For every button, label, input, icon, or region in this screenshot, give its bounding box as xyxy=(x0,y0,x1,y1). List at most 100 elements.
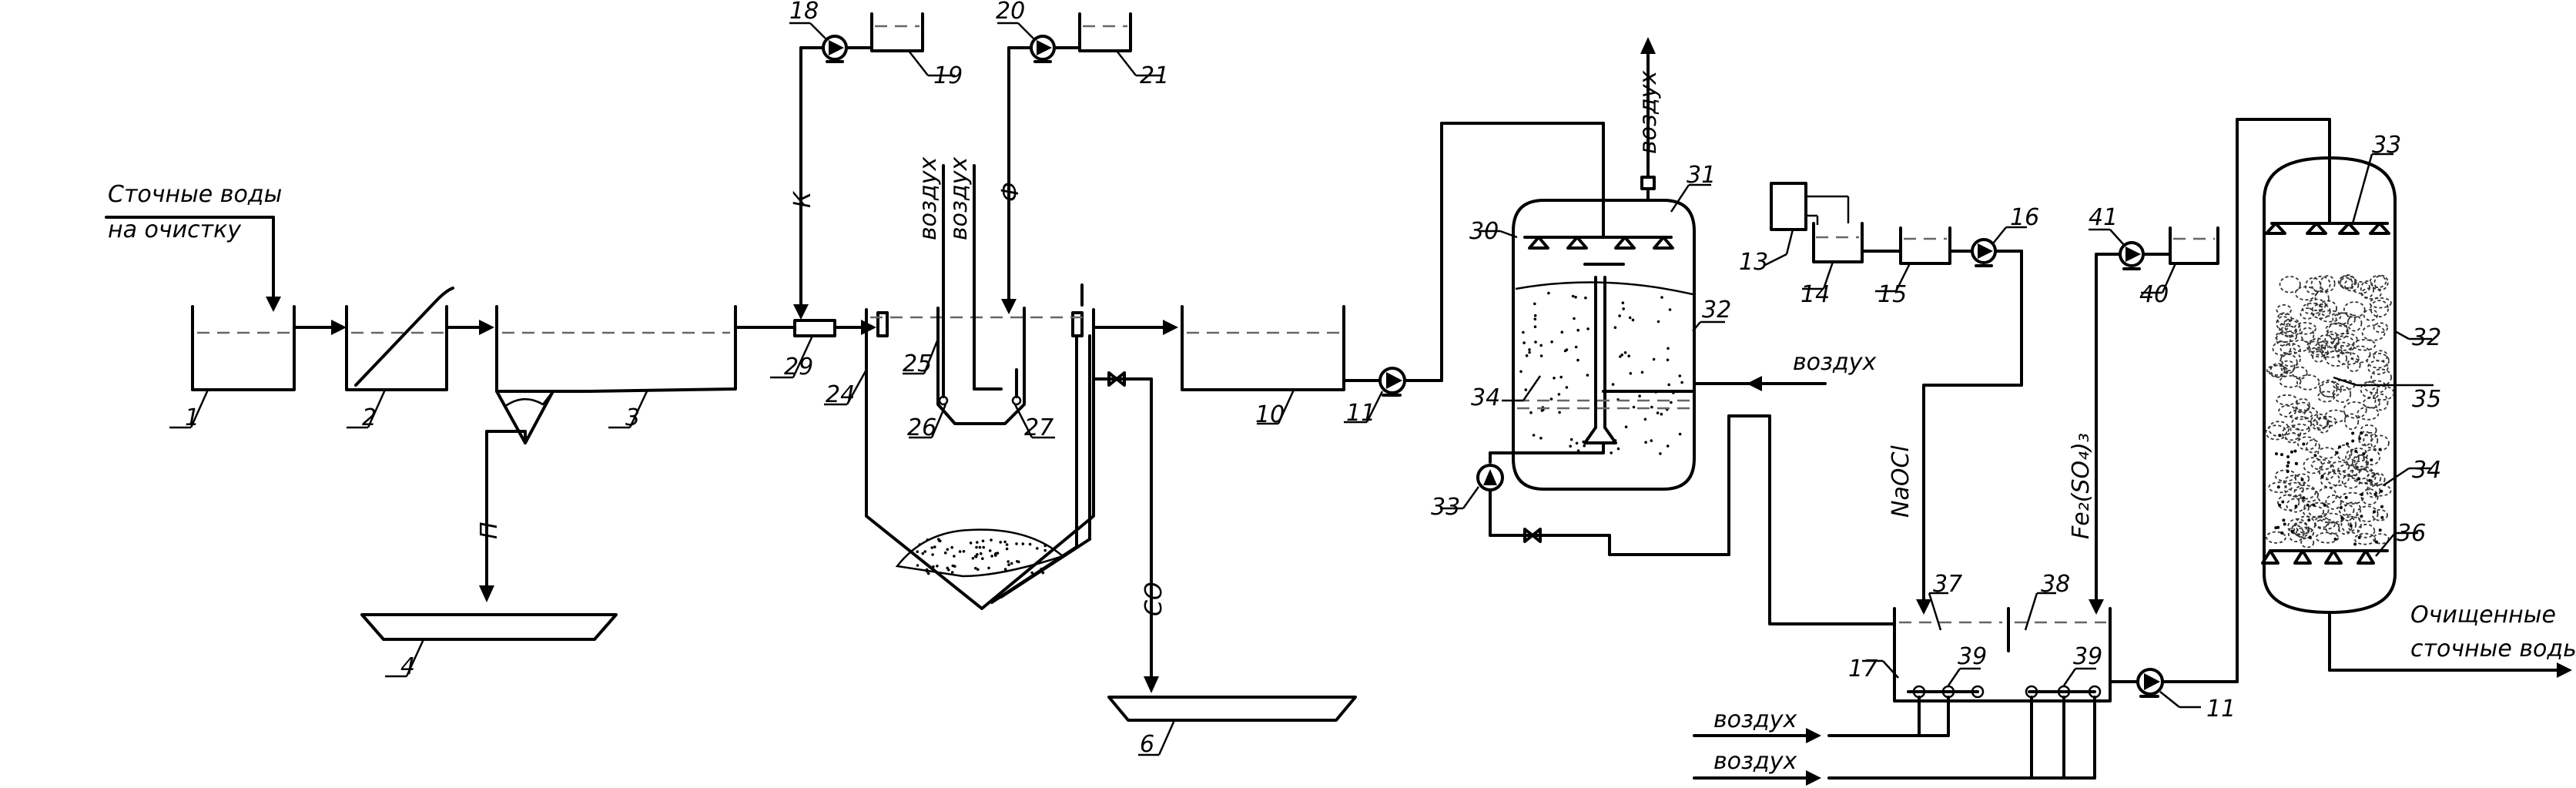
flotation-particles xyxy=(1519,291,1683,455)
filter-granule xyxy=(2347,516,2362,534)
sludge-dot xyxy=(926,569,929,573)
clarifier-22: 24 25 26 27 xyxy=(824,245,1095,610)
flotation-dot xyxy=(1618,314,1621,317)
flotation-dot xyxy=(1533,317,1537,321)
filter-granule xyxy=(2341,474,2361,489)
label-17: 17 xyxy=(1848,656,1878,682)
contact-tank-17: 37 38 17 39 39 воздух воздух xyxy=(1693,571,2112,786)
filter-granule xyxy=(2339,277,2353,290)
sludge-dot xyxy=(1043,544,1047,548)
filter-granule xyxy=(2340,273,2357,290)
flotation-dot xyxy=(1680,381,1683,384)
filter-granule xyxy=(2265,424,2288,441)
sludge-dot xyxy=(987,566,990,570)
sludge-dot xyxy=(1007,563,1010,566)
filter-granule xyxy=(2310,275,2331,293)
sludge-dot xyxy=(979,552,983,555)
filter-sand-dot xyxy=(2307,518,2311,522)
filter-granule xyxy=(2285,432,2300,444)
sludge-dot xyxy=(938,572,941,575)
filter-sand-dot xyxy=(2373,510,2377,514)
filter-sand-dot xyxy=(2286,464,2290,468)
label-27: 30 xyxy=(1469,218,1499,245)
tank-40 xyxy=(2169,226,2219,265)
filter-granule xyxy=(2318,300,2338,317)
sludge-dot xyxy=(953,555,956,558)
flotation-dot xyxy=(1638,394,1641,397)
filter-granule xyxy=(2314,290,2330,308)
filter-granule xyxy=(2303,457,2323,474)
sludge-dot xyxy=(994,554,997,557)
filter-sand-dot xyxy=(2375,540,2378,544)
filter-granule xyxy=(2312,417,2329,429)
air-label-flotation: воздух xyxy=(1635,71,1662,154)
sludge-dot xyxy=(946,566,949,570)
filter-granule xyxy=(2280,360,2296,374)
sludge-dot xyxy=(976,553,979,556)
label-37: 37 xyxy=(1933,571,1962,598)
filter-sand-dot xyxy=(2290,529,2294,533)
filter-sand-dot xyxy=(2370,458,2373,462)
filter-granule xyxy=(2344,413,2360,431)
label-36: 36 xyxy=(2397,520,2426,547)
filter-granule xyxy=(2338,504,2355,516)
filter-granule xyxy=(2345,448,2360,467)
filter-granule xyxy=(2314,340,2337,354)
filter-granule xyxy=(2370,385,2395,401)
filter-granule xyxy=(2306,340,2323,353)
filter-sand-dot xyxy=(2294,461,2298,465)
sludge-label: СО xyxy=(1141,582,1167,616)
filter-sand-dot xyxy=(2308,535,2312,539)
sludge-dot xyxy=(1028,542,1032,546)
coagulant-dosing: К 18 19 xyxy=(789,0,963,320)
filter-sand-dot xyxy=(2306,503,2310,507)
filter-granule xyxy=(2302,505,2325,518)
flotation-dot xyxy=(1565,348,1569,351)
bar-screen-2: 2 xyxy=(345,287,454,431)
label-32: 32 xyxy=(2412,324,2441,351)
filter-granule xyxy=(2276,394,2298,406)
flotation-dot xyxy=(1583,444,1586,448)
filter-granule xyxy=(2274,469,2296,482)
label-21: 21 xyxy=(1140,62,1169,89)
filter-sand-dot xyxy=(2349,524,2353,528)
naocl-unit: 13 14 15 16 NaOCl xyxy=(1739,182,2039,615)
flotation-dot xyxy=(1534,340,1537,344)
filter-sand-dot xyxy=(2293,449,2297,453)
filter-granule xyxy=(2295,473,2310,485)
filter-granule xyxy=(2292,339,2310,353)
filter-granule xyxy=(2355,469,2377,485)
label-10: 10 xyxy=(1255,401,1285,428)
filter-sand-dot xyxy=(2274,526,2278,530)
filter-granule xyxy=(2357,406,2380,421)
sludge-dot xyxy=(946,548,950,552)
flotation-dot xyxy=(1571,294,1575,298)
filter-granule xyxy=(2325,350,2348,367)
label-31: 34 xyxy=(1471,384,1500,411)
filter-granule xyxy=(2266,364,2288,376)
flotation-dot xyxy=(1569,438,1573,441)
filter-granule xyxy=(2300,327,2315,344)
label-24: 26 xyxy=(907,414,936,441)
label-3: 3 xyxy=(625,404,640,431)
label-2: 2 xyxy=(362,404,377,431)
label-38: 38 xyxy=(2041,571,2070,598)
filter-sand-dot xyxy=(2280,453,2283,457)
flotation-dot xyxy=(1656,320,1660,324)
sludge-dot xyxy=(1030,571,1033,575)
power-supply-13 xyxy=(1770,182,1807,231)
flotation-dot xyxy=(1528,348,1531,351)
label-29: 32 xyxy=(1702,297,1731,324)
intermediate-tank-10: 10 xyxy=(1181,305,1345,428)
filter-granule xyxy=(2343,501,2362,518)
label-13: 13 xyxy=(1739,249,1768,276)
label-41: 41 xyxy=(2089,204,2118,231)
filter-sand-dot xyxy=(2300,478,2304,481)
sludge-dot xyxy=(976,568,980,572)
label-40: 40 xyxy=(2139,281,2169,308)
filter-granule xyxy=(2324,409,2347,424)
filter-granule xyxy=(2292,366,2308,380)
sludge-dot xyxy=(923,550,926,553)
label-6: 6 xyxy=(1140,731,1154,758)
filter-granule xyxy=(2316,334,2333,349)
